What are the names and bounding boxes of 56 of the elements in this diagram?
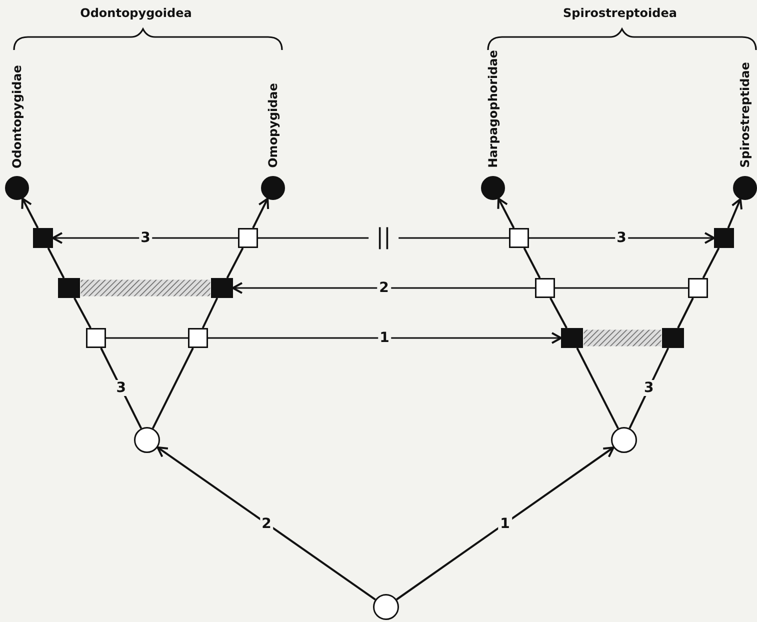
arrow <box>252 198 270 228</box>
open-square <box>238 228 258 248</box>
filled-square <box>33 228 53 248</box>
open-circle <box>373 594 399 620</box>
connector-line <box>576 348 619 429</box>
arrow <box>208 332 562 344</box>
hatched-bar <box>80 280 210 296</box>
connector-line <box>100 348 142 429</box>
connector-line <box>202 298 218 328</box>
edge-label: 3 <box>114 380 128 396</box>
open-square <box>509 228 529 248</box>
hatched-bar <box>584 330 662 346</box>
arrow <box>156 446 376 600</box>
connector-line <box>226 248 244 278</box>
arrow <box>232 282 535 294</box>
open-square <box>535 278 555 298</box>
filled-circle <box>261 176 285 200</box>
edge-label: 3 <box>642 380 656 396</box>
filled-square <box>714 228 734 248</box>
connector-line <box>550 298 568 328</box>
connector-line <box>47 248 65 278</box>
filled-square <box>211 278 233 298</box>
taxon-label: Harpagophoridae <box>486 50 500 168</box>
connector-line <box>628 348 670 429</box>
filled-square <box>58 278 80 298</box>
connector-line <box>555 287 688 289</box>
connector-line <box>106 337 188 339</box>
arrow <box>396 446 614 600</box>
connector-line <box>258 237 509 239</box>
taxon-label: Omopygidae <box>266 83 280 168</box>
filled-square <box>561 328 583 348</box>
arrow <box>529 232 715 244</box>
connector-line <box>702 248 720 278</box>
arrow <box>52 232 238 244</box>
edge-label: 1 <box>498 516 512 532</box>
group-label: Odontopygoidea <box>80 6 192 20</box>
open-circle <box>134 427 160 453</box>
arrow <box>497 198 515 228</box>
group-label: Spirostreptoidea <box>563 6 677 20</box>
edge-label: 2 <box>260 516 274 532</box>
open-square <box>86 328 106 348</box>
connector-line <box>677 298 694 328</box>
connector-line <box>74 298 92 328</box>
open-square <box>188 328 208 348</box>
filled-circle <box>733 176 757 200</box>
connector-line <box>523 248 541 278</box>
filled-square <box>662 328 684 348</box>
taxon-label: Odontopygidae <box>10 64 24 168</box>
arrow <box>21 198 39 228</box>
open-circle <box>611 427 637 453</box>
filled-circle <box>481 176 505 200</box>
arrow <box>727 198 742 228</box>
connector-line <box>152 348 194 429</box>
open-square <box>688 278 708 298</box>
filled-circle <box>5 176 29 200</box>
taxon-label: Spirostreptidae <box>738 62 752 168</box>
